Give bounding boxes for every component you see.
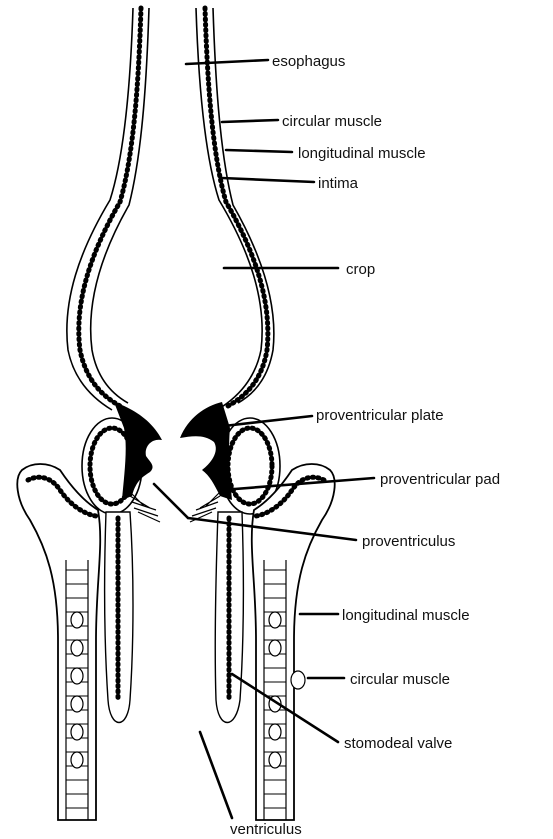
label-circular-muscle-lower: circular muscle [350,671,450,688]
leader-longitudinal-muscle-upper [226,150,292,152]
leader-proventricular-plate [224,416,312,426]
leader-proventriculus [154,484,188,518]
leader-circular-muscle-upper [222,120,278,122]
stomodeal-valve-left [105,512,133,723]
label-intima: intima [318,175,359,192]
label-ventriculus: ventriculus [230,821,302,838]
proventricular-plates [114,402,232,500]
label-stomodeal-valve: stomodeal valve [344,735,452,752]
label-proventriculus: proventriculus [362,533,455,550]
leader-ventriculus [200,732,232,818]
ventriculus-left-wall [17,464,100,820]
label-esophagus: esophagus [272,53,345,70]
label-proventricular-plate: proventricular plate [316,407,444,424]
label-longitudinal-muscle-upper: longitudinal muscle [298,145,426,162]
label-crop: crop [346,261,375,278]
label-circular-muscle-upper: circular muscle [282,113,382,130]
proventriculus-bulbs [82,418,280,514]
crop-right-wall [196,8,274,410]
ventriculus-right-wall [252,464,335,820]
crop-left-wall [67,8,149,410]
leader-intima [222,178,314,182]
stomodeal-valve-right [215,512,243,723]
label-proventricular-pad: proventricular pad [380,471,500,488]
label-longitudinal-muscle-lower: longitudinal muscle [342,607,470,624]
